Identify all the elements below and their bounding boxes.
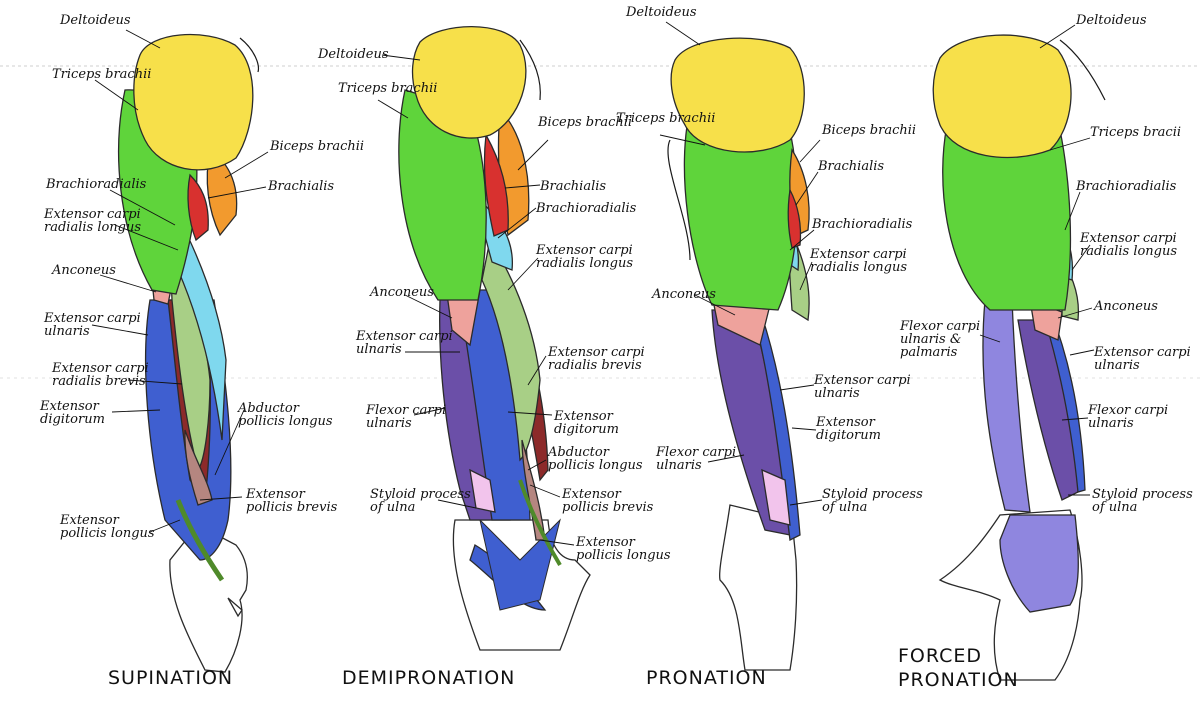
brachialis-muscle (483, 132, 509, 237)
caption-supination: SUPINATION (108, 667, 233, 689)
labels-forced-pronation: Deltoideus Triceps bracii Brachioradiali… (898, 13, 1193, 691)
shoulder-contour (239, 37, 260, 73)
label-anconeus: Anconeus (1093, 299, 1158, 314)
label-anconeus: Anconeus (51, 263, 116, 278)
triceps-muscle (398, 89, 487, 301)
arm-forced-pronation (932, 34, 1106, 681)
triceps-muscle (942, 119, 1072, 311)
label-deltoideus: Deltoideus (317, 47, 389, 62)
label-triceps-brachii: Triceps brachii (616, 111, 715, 126)
deltoideus-muscle (411, 25, 527, 139)
label-triceps-brachii: Triceps brachii (52, 67, 151, 82)
label-brachioradialis: Brachioradialis (535, 201, 637, 216)
label-biceps-brachii: Biceps brachii (537, 115, 632, 130)
thumb-outline (227, 597, 243, 618)
label-triceps-brachii: Triceps bracii (1090, 125, 1181, 140)
label-biceps-brachii: Biceps brachii (821, 123, 916, 138)
back-contour (667, 139, 691, 261)
brachialis-muscle (187, 173, 209, 242)
label-anconeus: Anconeus (369, 285, 434, 300)
styloid-process (761, 468, 791, 526)
flexor-palmaris-muscle (982, 299, 1031, 513)
label-deltoideus: Deltoideus (625, 5, 697, 20)
shoulder-contour (519, 39, 541, 101)
leaders-demipronation (377, 54, 575, 546)
label-brachialis: Brachialis (817, 159, 884, 174)
extensor-carpi-radialis-longus-muscle (481, 238, 541, 462)
styloid-process (469, 468, 496, 513)
deltoideus-muscle (670, 37, 805, 153)
label-anconeus: Anconeus (651, 287, 716, 302)
brachialis-muscle (787, 187, 802, 249)
extensor-carpi-ulnaris-muscle (1044, 308, 1086, 493)
labels-demipronation: Deltoideus Triceps brachii Biceps brachi… (317, 47, 671, 689)
leaders-supination (91, 29, 269, 533)
labels-supination: Deltoideus Triceps brachii Biceps brachi… (39, 13, 364, 689)
labels-pronation: Deltoideus Triceps brachii Biceps brachi… (616, 5, 923, 689)
label-brachioradialis: Brachioradialis (45, 177, 147, 192)
label-deltoideus: Deltoideus (1075, 13, 1147, 28)
label-brachioradialis: Brachioradialis (1075, 179, 1177, 194)
hand-outline (719, 504, 798, 671)
label-deltoideus: Deltoideus (59, 13, 131, 28)
leaders-pronation (659, 21, 823, 506)
label-brachialis: Brachialis (539, 179, 606, 194)
caption-demipronation: DEMIPRONATION (342, 667, 515, 689)
palmar-aponeurosis (999, 514, 1079, 613)
label-brachialis: Brachialis (267, 179, 334, 194)
label-brachioradialis: Brachioradialis (811, 217, 913, 232)
arm-demipronation (398, 25, 591, 651)
arm-supination (118, 33, 260, 673)
hand-extensor-tendons (479, 518, 561, 611)
leaders-forced-pronation (979, 24, 1095, 496)
arm-pronation (667, 37, 810, 671)
abductor-pollicis-muscle (184, 429, 213, 506)
hand-outline (169, 524, 248, 673)
extensor-pollicis-longus-tendon (175, 499, 225, 582)
label-biceps-brachii: Biceps brachii (269, 139, 364, 154)
brachioradialis-muscle (177, 219, 227, 441)
deltoideus-muscle (133, 33, 254, 171)
caption-pronation: PRONATION (646, 667, 767, 689)
deltoideus-muscle (932, 34, 1072, 159)
extensor-carpi-ulnaris-muscle (754, 308, 801, 541)
label-triceps-brachii: Triceps brachii (338, 81, 437, 96)
shoulder-contour (1059, 39, 1106, 101)
extensor-pollicis-tendon (518, 479, 562, 567)
